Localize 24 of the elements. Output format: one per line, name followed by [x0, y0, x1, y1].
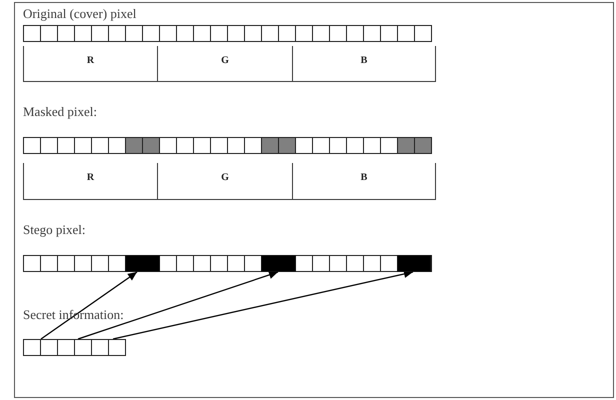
- channel-bracket: [292, 46, 436, 82]
- arrow: [112, 270, 414, 340]
- channel-label: G: [221, 54, 229, 66]
- stego-bit-pair: [261, 255, 296, 272]
- channel-label: R: [86, 54, 94, 66]
- channel-label: R: [86, 172, 94, 184]
- channel-label: B: [360, 54, 368, 66]
- stego-bit-pair: [397, 255, 431, 272]
- channel-bracket: [157, 46, 292, 82]
- channel-label: B: [360, 172, 368, 184]
- section-heading: Original (cover) pixel: [23, 6, 136, 22]
- channel-bracket: [23, 163, 157, 200]
- section-heading: Masked pixel:: [23, 104, 98, 120]
- section-heading: Stego pixel:: [23, 222, 86, 238]
- channel-bracket: [23, 46, 157, 82]
- channel-bracket: [292, 163, 436, 200]
- bit-cell: [40, 339, 58, 356]
- stego-bit-pair: [125, 255, 160, 272]
- arrow: [78, 271, 278, 340]
- arrow: [40, 272, 138, 340]
- channel-bracket: [157, 163, 292, 200]
- channel-label: G: [221, 172, 229, 184]
- bit-cell: [74, 339, 92, 356]
- bit-cell: [108, 339, 126, 356]
